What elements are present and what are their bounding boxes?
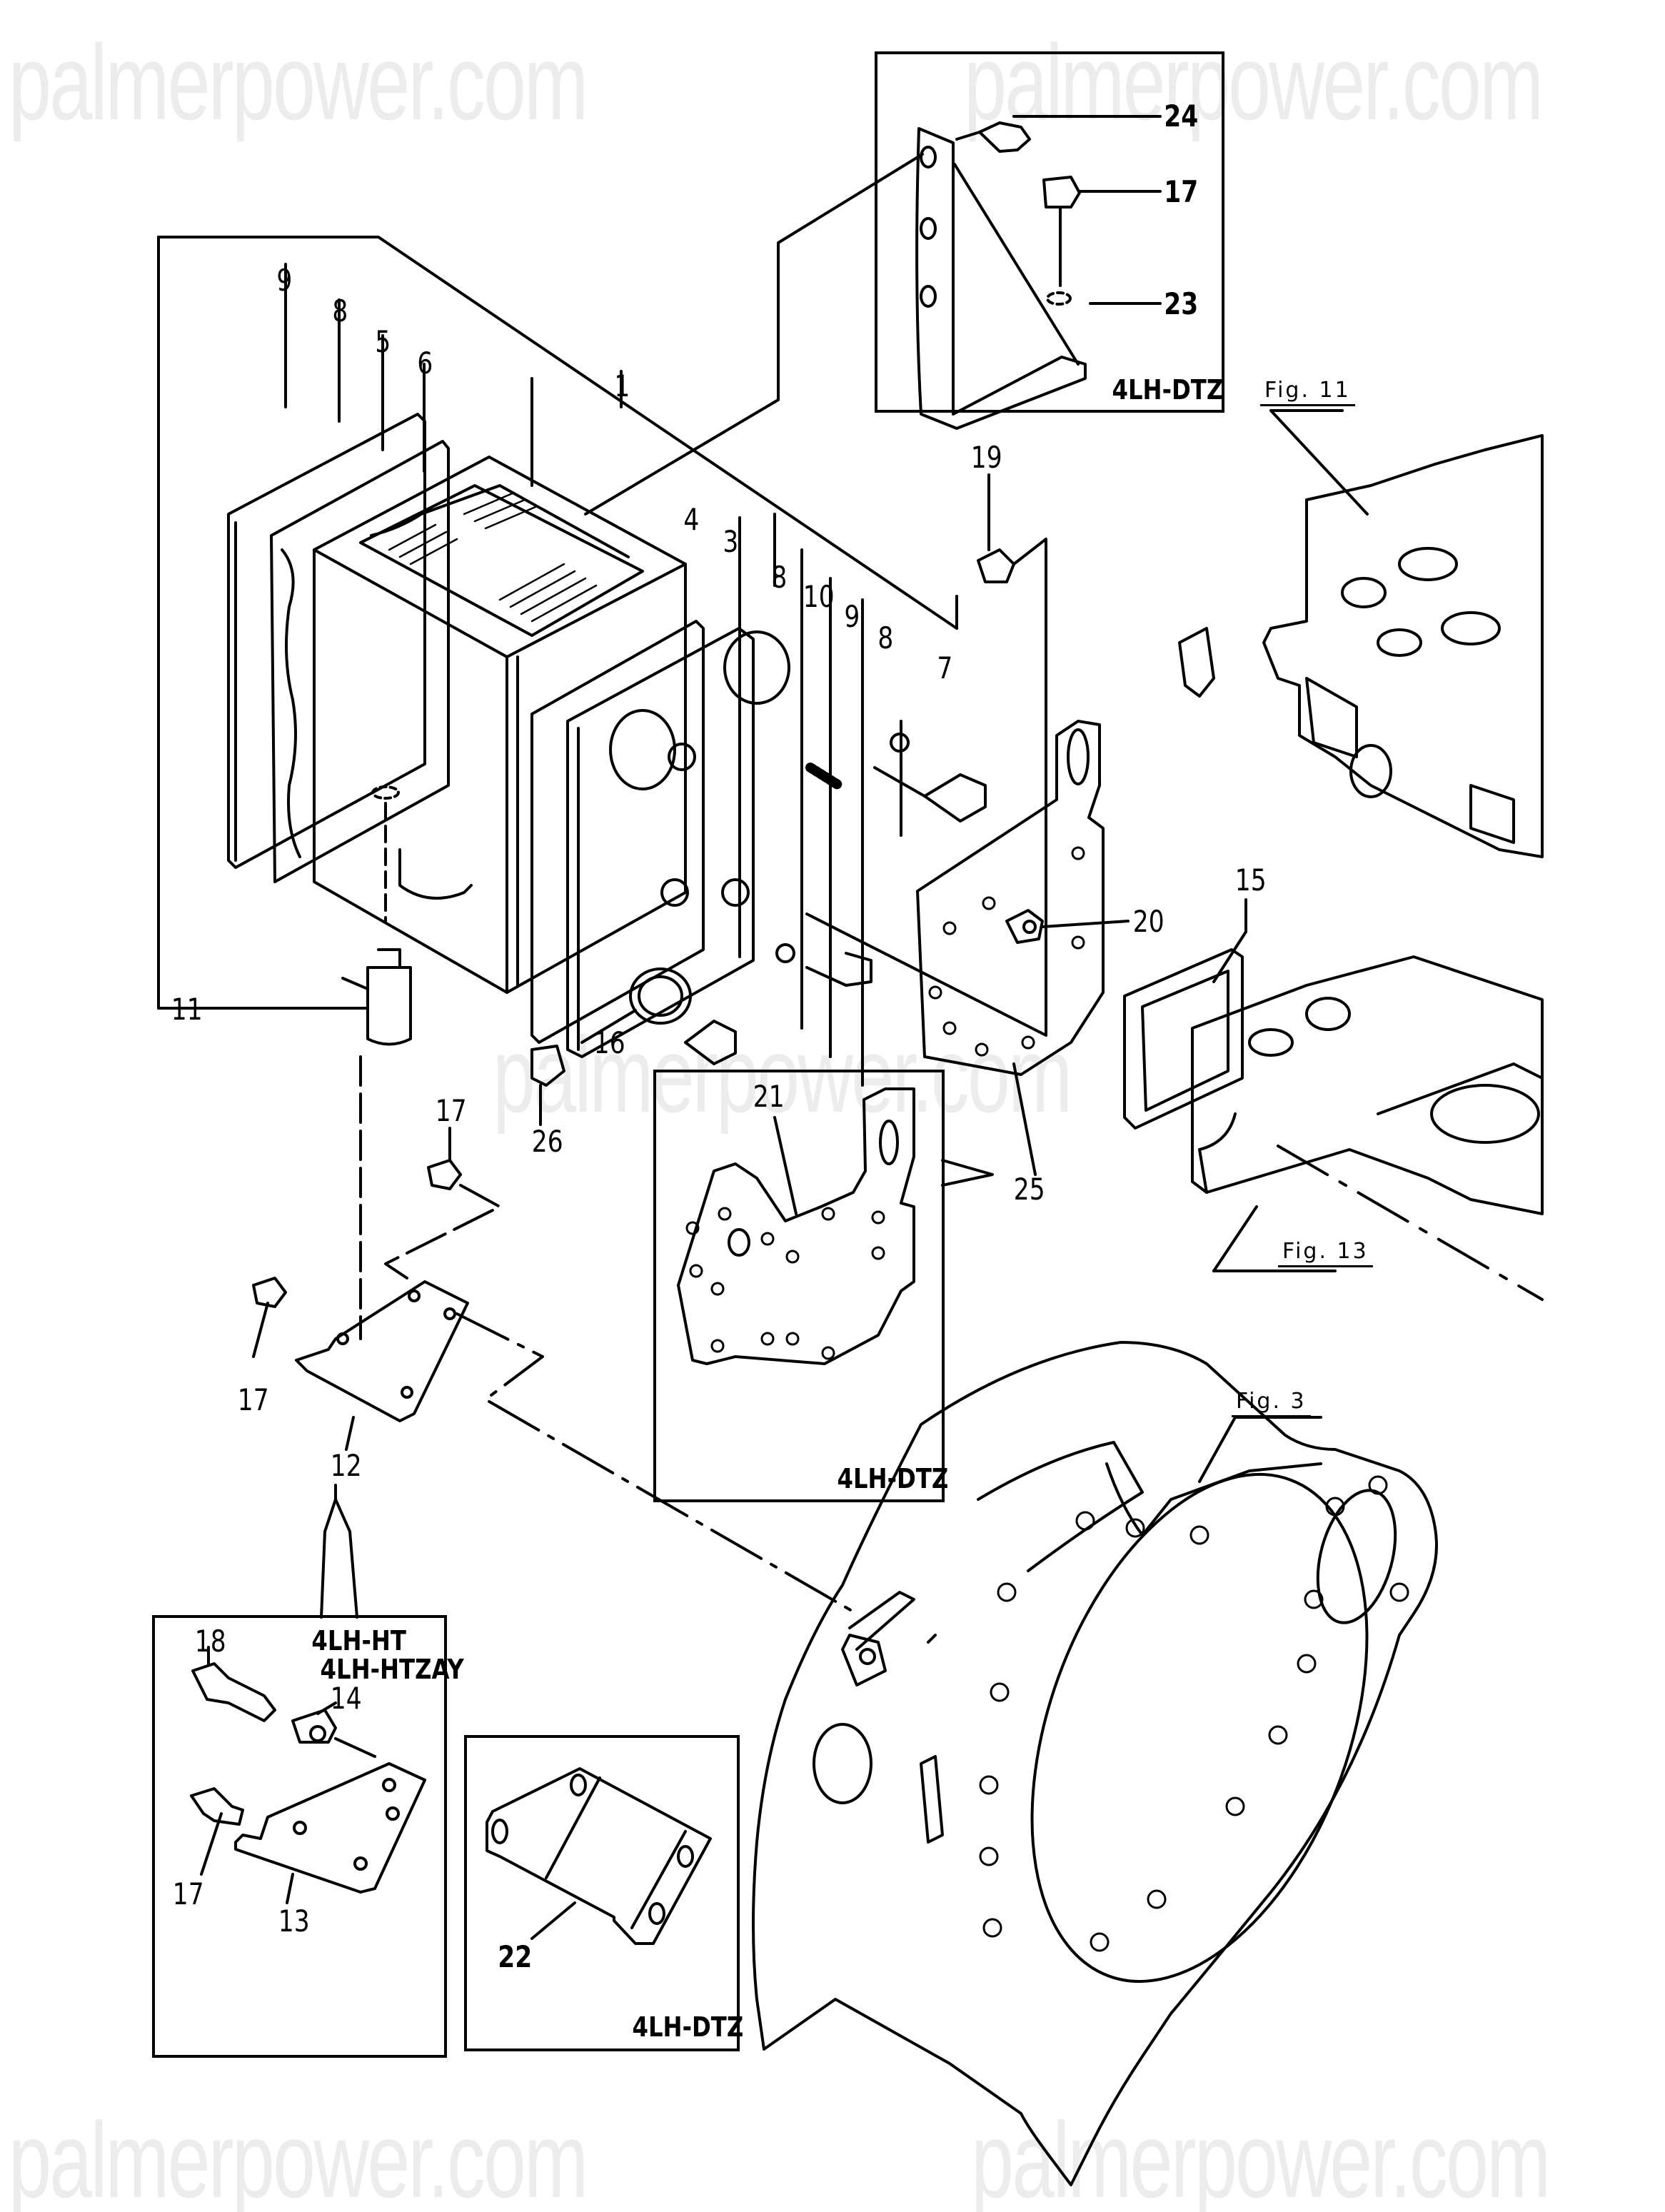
- part-callout[interactable]: 8: [332, 293, 348, 328]
- part-callout[interactable]: 6: [417, 346, 433, 381]
- inset-box-bracket-top: [875, 51, 1224, 413]
- part-callout[interactable]: 16: [593, 1025, 625, 1060]
- watermark: palmerpower.com: [971, 2100, 1551, 2212]
- figure-reference-link[interactable]: Fig. 3: [1232, 1391, 1311, 1417]
- variant-label: 4LH-HTZAY: [320, 1654, 464, 1685]
- part-callout[interactable]: 26: [531, 1124, 563, 1159]
- part-callout[interactable]: 8: [771, 560, 788, 595]
- watermark: palmerpower.com: [9, 2100, 588, 2212]
- part-callout[interactable]: 17: [1164, 174, 1199, 209]
- part-callout[interactable]: 17: [172, 1876, 204, 1911]
- inset-box-bracket-ht: [152, 1615, 447, 2058]
- part-callout[interactable]: 22: [498, 1939, 533, 1974]
- part-callout[interactable]: 11: [171, 992, 203, 1027]
- part-callout[interactable]: 24: [1164, 99, 1199, 134]
- inset-box-bracket-bottom: [464, 1735, 740, 2051]
- part-callout[interactable]: 13: [278, 1904, 310, 1939]
- bolt-9-lower: [805, 952, 872, 987]
- part-callout[interactable]: 9: [276, 263, 293, 298]
- part-callout[interactable]: 21: [753, 1079, 785, 1114]
- part-callout[interactable]: 15: [1234, 863, 1267, 898]
- part-callout[interactable]: 4: [683, 502, 700, 537]
- bolt-7: [923, 773, 987, 823]
- part-callout[interactable]: 25: [1013, 1172, 1045, 1207]
- part-callout[interactable]: 14: [330, 1681, 362, 1716]
- plug-19: [977, 548, 1015, 583]
- watermark: palmerpower.com: [9, 22, 588, 142]
- part-callout[interactable]: 12: [330, 1448, 362, 1483]
- part-callout[interactable]: 5: [375, 324, 391, 359]
- part-callout[interactable]: 8: [877, 620, 894, 655]
- part-callout[interactable]: 17: [435, 1093, 467, 1128]
- part-callout[interactable]: 7: [937, 650, 953, 685]
- figure-reference-link[interactable]: Fig. 11: [1260, 380, 1355, 406]
- leader-diagonal-top: [157, 236, 958, 630]
- part-callout[interactable]: 10: [803, 579, 835, 614]
- part-callout[interactable]: 20: [1132, 904, 1165, 939]
- variant-label: 4LH-DTZ: [837, 1463, 949, 1494]
- part-callout[interactable]: 19: [970, 440, 1002, 475]
- part-callout[interactable]: 1: [614, 368, 630, 403]
- bolt-26: [530, 1045, 565, 1087]
- part-callout[interactable]: 3: [723, 524, 739, 559]
- part-callout[interactable]: 23: [1164, 286, 1199, 321]
- part-callout[interactable]: 17: [237, 1382, 269, 1417]
- variant-label: 4LH-DTZ: [632, 2011, 744, 2043]
- part-callout[interactable]: 9: [844, 599, 860, 634]
- variant-label: 4LH-DTZ: [1112, 374, 1224, 406]
- variant-label: 4LH-HT: [311, 1625, 406, 1657]
- inset-box-plate: [653, 1070, 945, 1502]
- leader-group-bracket: [157, 236, 216, 1010]
- figure-reference-link[interactable]: Fig. 13: [1278, 1241, 1373, 1267]
- part-callout[interactable]: 18: [194, 1624, 226, 1659]
- bolt-16: [684, 1020, 737, 1065]
